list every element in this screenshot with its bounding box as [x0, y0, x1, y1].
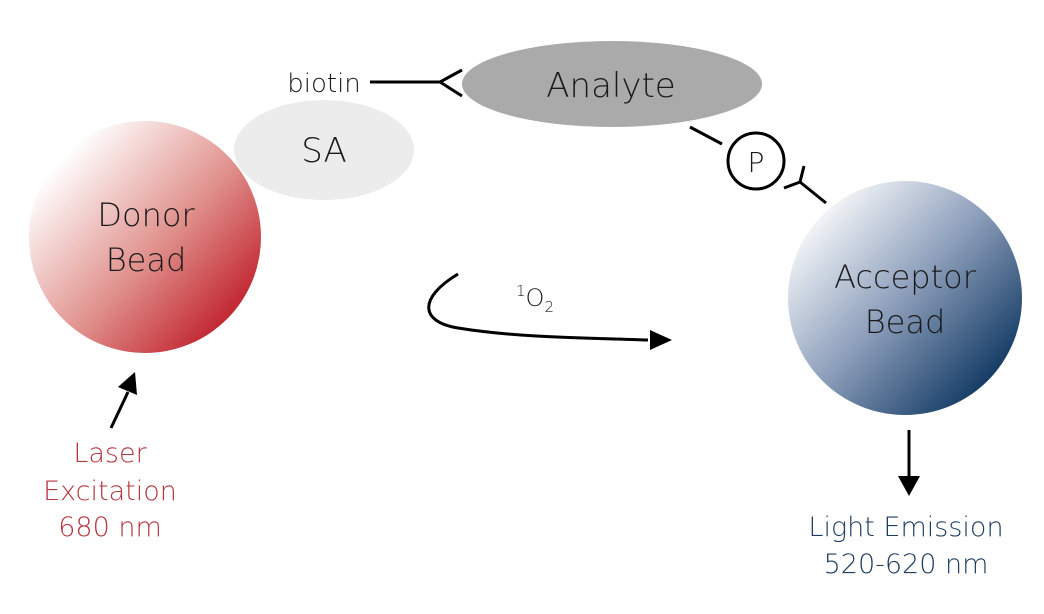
- donor-bead-label-line2: Bead: [106, 241, 187, 279]
- emission-arrowhead-icon: [898, 476, 920, 496]
- acceptor-bead-label-line1: Acceptor: [834, 258, 977, 296]
- emission-label-line1: Light Emission: [808, 512, 1003, 543]
- biotin-label: biotin: [287, 69, 361, 99]
- singlet-oxygen-label: 1O2: [516, 282, 554, 316]
- donor-bead: [29, 121, 261, 353]
- singlet-oxygen-base: O: [526, 284, 545, 312]
- laser-label-line3: 680 nm: [58, 512, 162, 543]
- phospho-linker: [689, 125, 723, 146]
- biotin-antibody-fork-icon: [437, 68, 463, 98]
- emission-label-line2: 520-620 nm: [824, 549, 989, 580]
- singlet-oxygen-sub: 2: [544, 298, 554, 316]
- phospho-circle: [726, 131, 786, 191]
- analyte-label: Analyte: [546, 66, 675, 106]
- donor-bead-label-line1: Donor: [97, 196, 195, 234]
- acceptor-bead: [788, 181, 1022, 415]
- laser-label-line2: Excitation: [43, 476, 177, 507]
- acceptor-bead-label-line2: Bead: [865, 303, 946, 341]
- laser-arrow: [109, 391, 130, 429]
- sa-label: SA: [301, 131, 346, 171]
- laser-label-line1: Laser: [73, 438, 147, 469]
- acceptor-antibody-icon: [783, 165, 827, 205]
- singlet-oxygen-arrow: [427, 272, 649, 342]
- laser-arrowhead-icon: [118, 372, 137, 395]
- singlet-oxygen-sup: 1: [516, 282, 526, 300]
- sa-protein: [234, 100, 414, 200]
- singlet-oxygen-arrowhead-icon: [650, 330, 672, 350]
- analyte: [462, 41, 762, 127]
- phospho-label: P: [748, 146, 765, 179]
